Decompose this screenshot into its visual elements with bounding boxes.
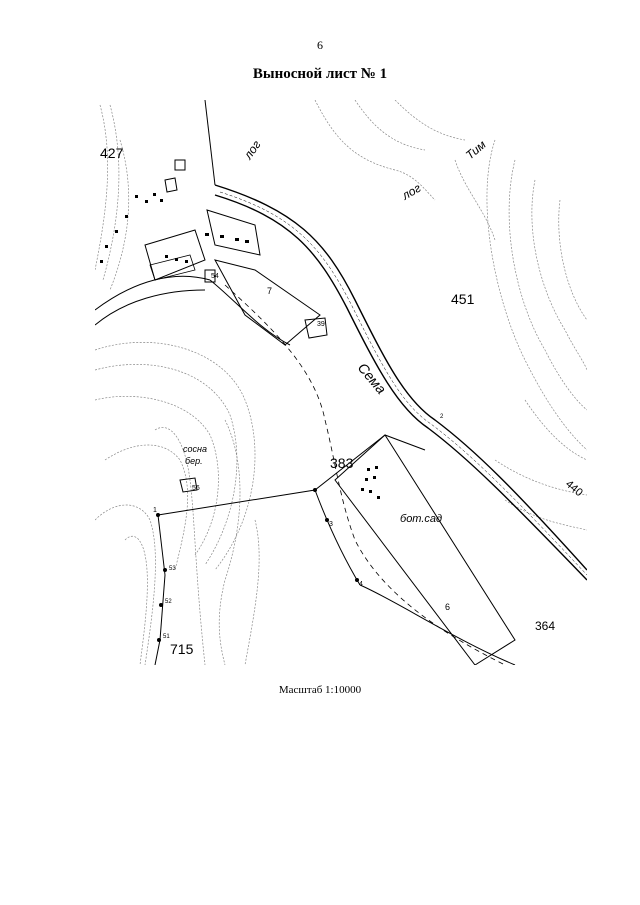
parcel-440: 440 [563, 478, 585, 499]
parcel-715: 715 [170, 641, 194, 657]
scale-caption: Масштаб 1:10000 [278, 684, 362, 696]
label-bot-sad: бот.сад [400, 513, 442, 525]
river [214, 184, 587, 581]
parcel-364: 364 [535, 619, 555, 633]
point-6: 6 [445, 602, 450, 612]
label-log-2: лог [399, 181, 424, 203]
point-53: 53 [169, 566, 176, 572]
contour-lines [95, 100, 587, 665]
point-3: 3 [329, 521, 333, 528]
point-56: 56 [192, 485, 200, 492]
map-sheet: 427 451 383 715 364 440 лог лог Тим Сема… [95, 100, 587, 665]
boundary-lines [95, 100, 516, 665]
label-log-1: лог [240, 138, 263, 163]
settlement [144, 159, 328, 493]
label-sosna: сосна [183, 444, 207, 454]
point-39: 39 [317, 321, 325, 328]
building-markers [100, 193, 380, 499]
parcel-383: 383 [330, 455, 354, 471]
point-1: 1 [153, 507, 157, 514]
parcel-451: 451 [451, 291, 475, 307]
point-7: 7 [267, 286, 272, 296]
point-52: 52 [165, 599, 172, 605]
point-2: 2 [440, 414, 444, 420]
label-ber: бер. [185, 456, 203, 466]
point-51: 51 [163, 634, 170, 640]
point-54: 54 [211, 273, 219, 280]
page-number: 6 [317, 38, 323, 52]
parcel-427: 427 [100, 145, 124, 161]
label-tim: Тим [463, 138, 489, 163]
survey-points [156, 488, 359, 642]
botanical-garden-parcel [334, 434, 516, 665]
sheet-title: Выносной лист № 1 [252, 66, 388, 82]
point-4: 4 [359, 581, 363, 588]
